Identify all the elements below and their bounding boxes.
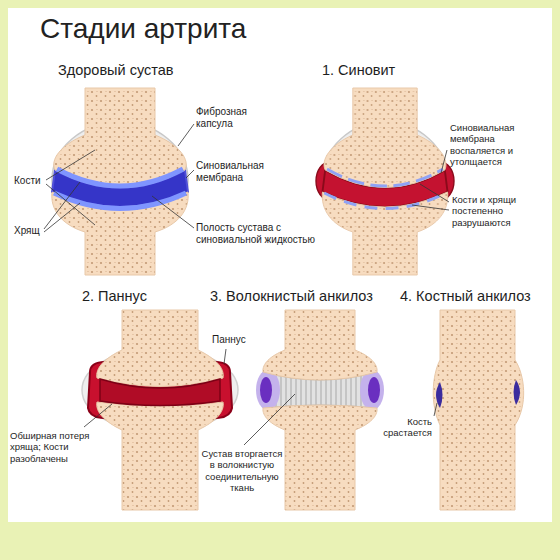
- leader-line: [152, 196, 194, 228]
- cartilage: [327, 169, 443, 186]
- leader-line: [186, 170, 194, 178]
- panel-heading: 3. Волокнистый анкилоз: [210, 288, 395, 305]
- fused-bone: [433, 310, 523, 510]
- part-label: Фиброзная капсула: [196, 106, 266, 130]
- leader-line: [420, 184, 449, 202]
- leader-line: [434, 403, 437, 416]
- upper-bone: [54, 88, 187, 188]
- leader-line: [412, 205, 449, 210]
- cartilage: [57, 169, 183, 186]
- lower-bone: [322, 192, 448, 275]
- pannus-tissue: [100, 379, 220, 406]
- cartilage: [54, 193, 186, 209]
- leader-line: [244, 394, 295, 445]
- annotation: Сустав вторгается в волокнистую соединит…: [200, 448, 284, 494]
- panel-heading: Здоровый сустав: [58, 62, 238, 79]
- healthy-joint: [52, 88, 188, 275]
- synovitis-joint: [316, 88, 454, 275]
- lower-bone: [52, 192, 188, 275]
- leader-line: [178, 124, 194, 146]
- leader-line: [84, 404, 112, 427]
- diagram-title: Стадии артрита: [40, 12, 246, 46]
- panel-heading: 1. Синовит: [322, 62, 482, 79]
- part-label: Кости: [14, 175, 54, 187]
- upper-bone: [324, 88, 446, 188]
- leader-lines: [44, 124, 449, 445]
- part-label: Хрящ: [14, 225, 54, 237]
- annotation: Кости и хрящи постепенно разрушаются: [452, 194, 544, 228]
- leader-line: [44, 182, 80, 229]
- synovial-remnant: [360, 370, 384, 410]
- leader-line: [44, 203, 80, 232]
- cartilage: [324, 193, 445, 209]
- synovial-remnant: [260, 377, 272, 403]
- part-label: Полость сустава с синовиальной жидкостью: [196, 222, 318, 246]
- synovial-remnant: [256, 370, 280, 410]
- part-label: Синовиальная мембрана: [196, 160, 271, 184]
- upper-bone: [97, 310, 224, 387]
- bony-ankylosis-joint: [433, 310, 523, 510]
- leader-line: [224, 349, 226, 364]
- upper-bone: [263, 310, 377, 380]
- part-label: Паннус: [212, 334, 258, 346]
- white-panel: [8, 8, 552, 522]
- annotation: Кость срастается: [376, 416, 432, 439]
- synovial-remnant: [368, 377, 380, 403]
- panel-heading: 2. Паннус: [82, 288, 222, 305]
- leader-line: [441, 150, 447, 173]
- leader-line: [46, 184, 95, 225]
- panel-heading: 4. Костный анкилоз: [400, 288, 550, 305]
- annotation: Обширная потеря хряща; Кости разоблачены: [10, 430, 114, 464]
- synovial-remnant: [514, 380, 521, 405]
- annotation: Синовиальная мембрана воспаляется и утол…: [450, 122, 550, 168]
- leader-line: [46, 150, 95, 180]
